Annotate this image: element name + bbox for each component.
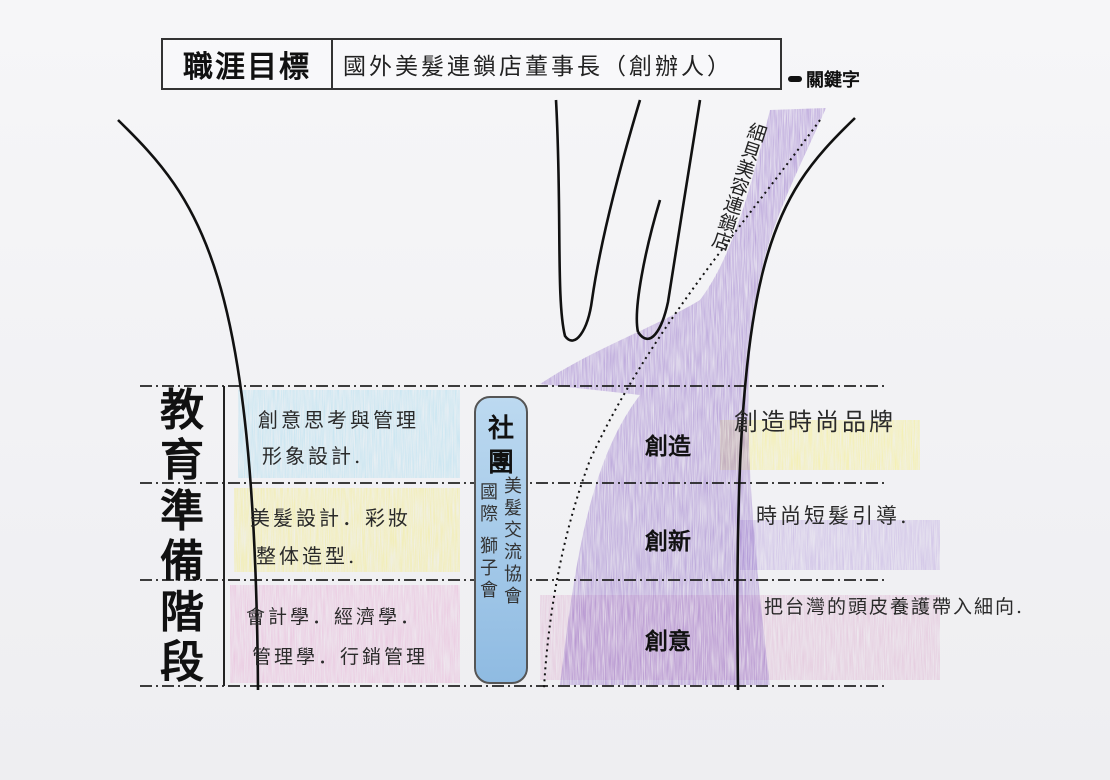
stage-title-char: 階 xyxy=(160,586,204,638)
row2-course-line1: 美髮設計．彩妝 xyxy=(250,506,411,530)
petal-1 xyxy=(554,99,642,342)
right-outline-curve xyxy=(736,117,856,691)
row3-course-line1: 會計學．經濟學． xyxy=(246,606,423,628)
row2-left-shade xyxy=(234,488,460,572)
row1-right-shade xyxy=(720,420,920,470)
club-col1-char: 會 xyxy=(480,580,498,601)
stage-title-char: 段 xyxy=(160,636,204,688)
keyword-label: 關鍵字 xyxy=(788,66,860,92)
club-col2-char: 交 xyxy=(504,520,522,541)
category-create: 創造 xyxy=(645,434,691,460)
row1-course-line1: 創意思考與管理 xyxy=(258,408,419,432)
row1-left-shade xyxy=(238,390,460,478)
category-innovate: 創新 xyxy=(645,529,691,555)
stage-title-char: 準 xyxy=(160,485,204,537)
left-outline-curve xyxy=(117,119,260,691)
club-col2-char: 協 xyxy=(504,564,522,585)
row2-course-line2: 整体造型. xyxy=(256,544,358,568)
club-col2-char: 髮 xyxy=(504,498,522,519)
club-col-1: 國 際 獅 子 會 xyxy=(478,482,500,602)
stage-title-char: 育 xyxy=(160,435,204,487)
club-col1-char: 際 xyxy=(480,504,498,525)
row3-outcome: 把台灣的頭皮養護帶入細向. xyxy=(764,596,1025,618)
stage-title-char: 備 xyxy=(160,536,204,588)
club-col2-char: 會 xyxy=(504,586,522,607)
row3-left-shade xyxy=(230,585,460,683)
club-col1-char: 國 xyxy=(480,482,498,503)
club-col2-char: 美 xyxy=(504,476,522,497)
club-title-char: 社 xyxy=(487,414,514,444)
career-goal-label: 職涯目標 xyxy=(163,40,333,88)
purple-stream xyxy=(540,108,826,685)
club-col1-char: 子 xyxy=(480,558,498,579)
career-goal-value: 國外美髮連鎖店董事長（創辦人） xyxy=(343,54,733,80)
club-box: 社 團 國 際 獅 子 會 美 髮 交 流 協 會 xyxy=(474,396,528,684)
petal-2-left-edge xyxy=(635,199,662,333)
petal-2 xyxy=(636,99,702,340)
stage-title: 教 育 準 備 階 段 xyxy=(143,387,221,687)
row1-course-line2: 形象設計. xyxy=(262,444,364,468)
category-idea: 創意 xyxy=(645,629,691,655)
stage-title-char: 教 xyxy=(160,385,204,436)
club-title-char: 團 xyxy=(487,448,514,478)
row2-outcome: 時尚短髮引導. xyxy=(756,504,910,528)
career-goal-box: 職涯目標 國外美髮連鎖店董事長（創辦人） xyxy=(161,38,782,90)
keyword-text: 關鍵字 xyxy=(806,70,860,91)
row3-course-line2: 管理學．行銷管理 xyxy=(252,646,429,668)
club-col1-char: 獅 xyxy=(480,536,498,557)
pointer-icon xyxy=(788,76,802,82)
row1-outcome: 創造時尚品牌 xyxy=(734,408,896,436)
club-col2-char: 流 xyxy=(504,542,522,563)
dotted-branch-line xyxy=(543,119,821,689)
club-col-2: 美 髮 交 流 協 會 xyxy=(502,476,524,608)
row2-right-shade xyxy=(740,520,940,570)
